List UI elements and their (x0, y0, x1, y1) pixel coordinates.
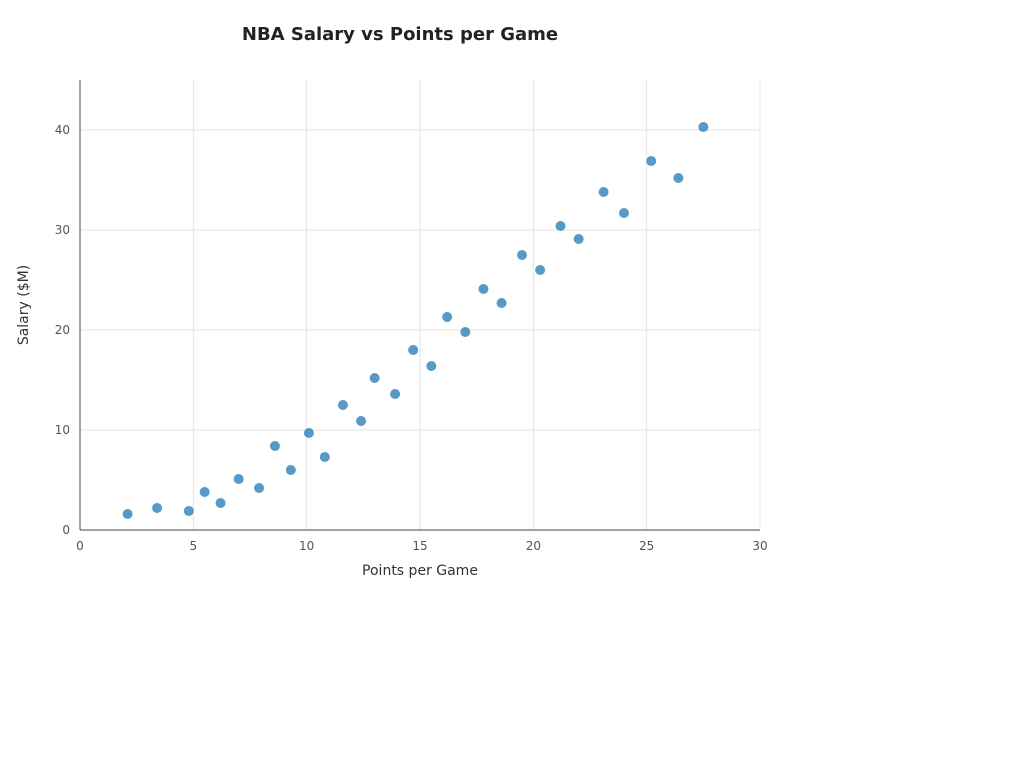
y-tick-label: 30 (55, 223, 70, 237)
data-points (122, 122, 709, 519)
scatter-point (646, 156, 657, 166)
scatter-point (319, 452, 330, 462)
y-tick-label: 40 (55, 123, 70, 137)
scatter-point (337, 400, 348, 410)
scatter-point (442, 312, 453, 322)
scatter-point (215, 498, 226, 508)
scatter-point (369, 373, 380, 383)
scatter-point (390, 389, 401, 399)
scatter-point (517, 250, 527, 260)
y-tick-label: 0 (62, 523, 70, 537)
scatter-point (254, 483, 265, 493)
y-tick-label: 20 (55, 323, 70, 337)
y-tick-labels: 0 10 20 30 40 (55, 123, 70, 537)
chart-page: NBA Salary vs Points per Game 0 5 10 15 20 25… (16, 24, 768, 579)
chart-title: NBA Salary vs Points per Game (242, 24, 558, 45)
x-tick-label: 30 (752, 539, 767, 553)
scatter-point (408, 345, 419, 355)
x-tick-label: 20 (526, 539, 541, 553)
scatter-point (152, 503, 163, 513)
scatter-point (460, 327, 471, 337)
scatter-point (199, 487, 210, 497)
scatter-point (555, 221, 566, 231)
scatter-point (496, 298, 507, 308)
scatter-chart: NBA Salary vs Points per Game 0 5 10 15 20 25… (16, 24, 768, 579)
scatter-point (698, 122, 709, 132)
scatter-point (285, 465, 296, 475)
x-tick-label: 0 (76, 539, 84, 553)
scatter-point (619, 208, 629, 218)
x-tick-label: 5 (190, 539, 198, 553)
scatter-point (303, 428, 314, 438)
x-axis-title: Points per Game (362, 563, 478, 579)
scatter-point (122, 509, 133, 519)
scatter-point (356, 416, 367, 426)
gridlines (79, 80, 761, 531)
y-axis-title: Salary ($M) (16, 265, 32, 345)
scatter-point (269, 441, 280, 451)
scatter-point (426, 361, 437, 371)
y-tick-label: 10 (55, 423, 70, 437)
x-tick-labels: 0 5 10 15 20 25 30 (76, 539, 767, 553)
scatter-point (183, 506, 194, 516)
scatter-point (233, 474, 244, 484)
scatter-point (673, 173, 684, 183)
scatter-point (598, 187, 609, 197)
axes (79, 80, 760, 531)
x-tick-label: 15 (412, 539, 427, 553)
x-tick-label: 25 (639, 539, 654, 553)
x-tick-label: 10 (299, 539, 314, 553)
scatter-point (478, 284, 489, 294)
scatter-point (573, 234, 584, 244)
scatter-point (535, 265, 546, 275)
